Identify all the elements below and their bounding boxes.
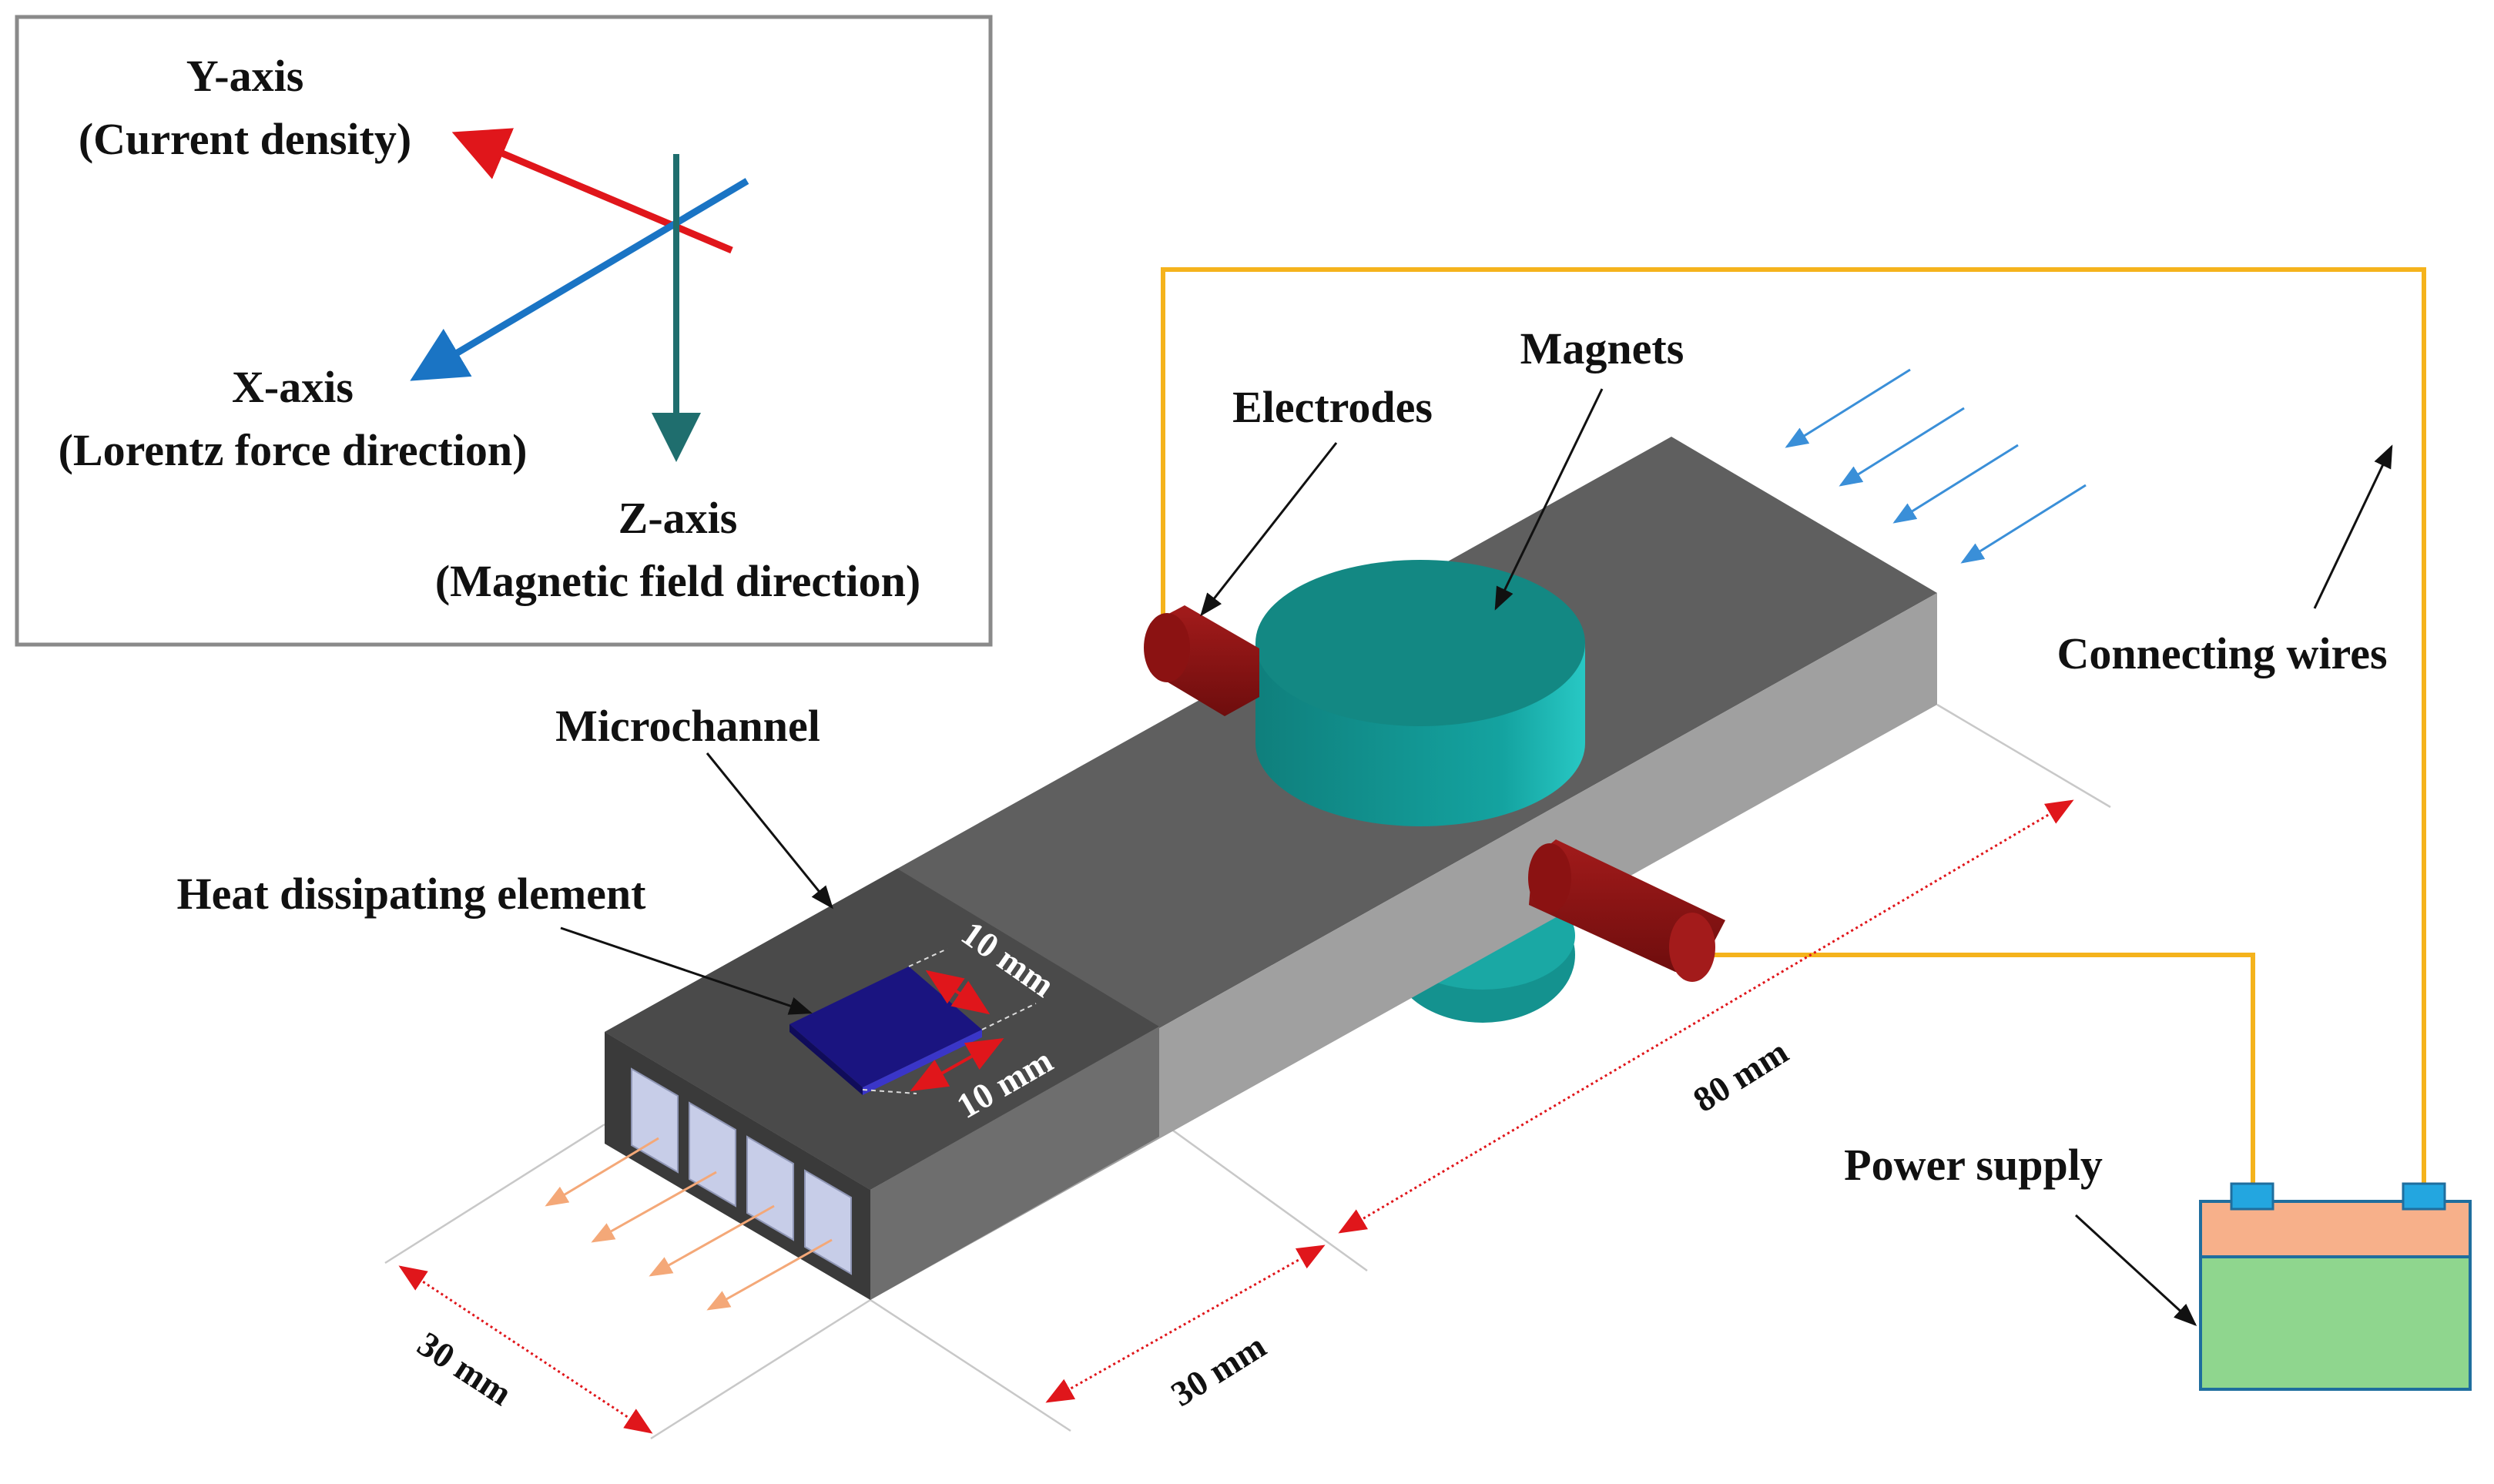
leader-magnets <box>1494 388 1604 611</box>
dim-label-30mm-right: 30 mm <box>1164 1326 1272 1414</box>
terminal-right <box>2402 1182 2446 1211</box>
label-microchannel: Microchannel <box>555 701 820 751</box>
dim-80mm-arrow <box>1338 799 2074 1234</box>
axes-legend: Y-axis (Current density) X-axis (Lorentz… <box>15 15 993 647</box>
leader-connecting-wires <box>2313 444 2393 609</box>
inlet-side-section <box>870 1027 1159 1300</box>
leader-electrodes <box>1200 442 1338 617</box>
y-axis-title: Y-axis <box>186 51 304 101</box>
dim-label-80mm: 80 mm <box>1686 1032 1795 1120</box>
dimension-guides <box>384 703 2111 1440</box>
label-magnets: Magnets <box>1520 323 1684 374</box>
terminal-left <box>2230 1182 2274 1211</box>
z-axis-subtitle: (Magnetic field direction) <box>435 556 920 606</box>
heater-dimension-arrows <box>910 970 1004 1091</box>
z-axis-title: Z-axis <box>618 493 738 543</box>
label-power-supply: Power supply <box>1844 1140 2103 1190</box>
x-axis-subtitle: (Lorentz force direction) <box>59 425 528 475</box>
y-axis-subtitle: (Current density) <box>79 114 411 164</box>
outlet-flow-arrows <box>545 1137 833 1311</box>
label-electrodes: Electrodes <box>1232 382 1433 432</box>
y-axis-arrow <box>451 128 733 254</box>
power-supply <box>2199 1182 2472 1391</box>
leader-lines <box>560 388 2393 1327</box>
magnet-top <box>1255 560 1585 826</box>
dimension-arrows <box>398 799 2074 1434</box>
battery-top <box>2199 1200 2472 1258</box>
dim-30mm-left-arrow <box>398 1265 653 1434</box>
inlet-flow-arrows <box>1785 368 2087 564</box>
x-axis-title: X-axis <box>232 362 354 412</box>
leader-heat-element <box>560 926 813 1015</box>
battery-body <box>2199 1255 2472 1391</box>
leader-microchannel <box>706 752 833 909</box>
magnet-top-face <box>1255 560 1585 726</box>
x-axis-arrow <box>410 178 749 381</box>
leader-power-supply <box>2074 1214 2197 1327</box>
label-connecting-wires: Connecting wires <box>2057 628 2387 678</box>
wire-top-loop <box>1161 267 2426 1198</box>
dim-label-30mm-left: 30 mm <box>411 1324 518 1413</box>
dim-30mm-right-arrow <box>1045 1244 1326 1403</box>
electrode-back <box>1144 605 1259 716</box>
legend-frame <box>15 15 993 647</box>
label-heat-element: Heat dissipating element <box>177 869 647 919</box>
heater-dimension-guides <box>862 948 1037 1094</box>
